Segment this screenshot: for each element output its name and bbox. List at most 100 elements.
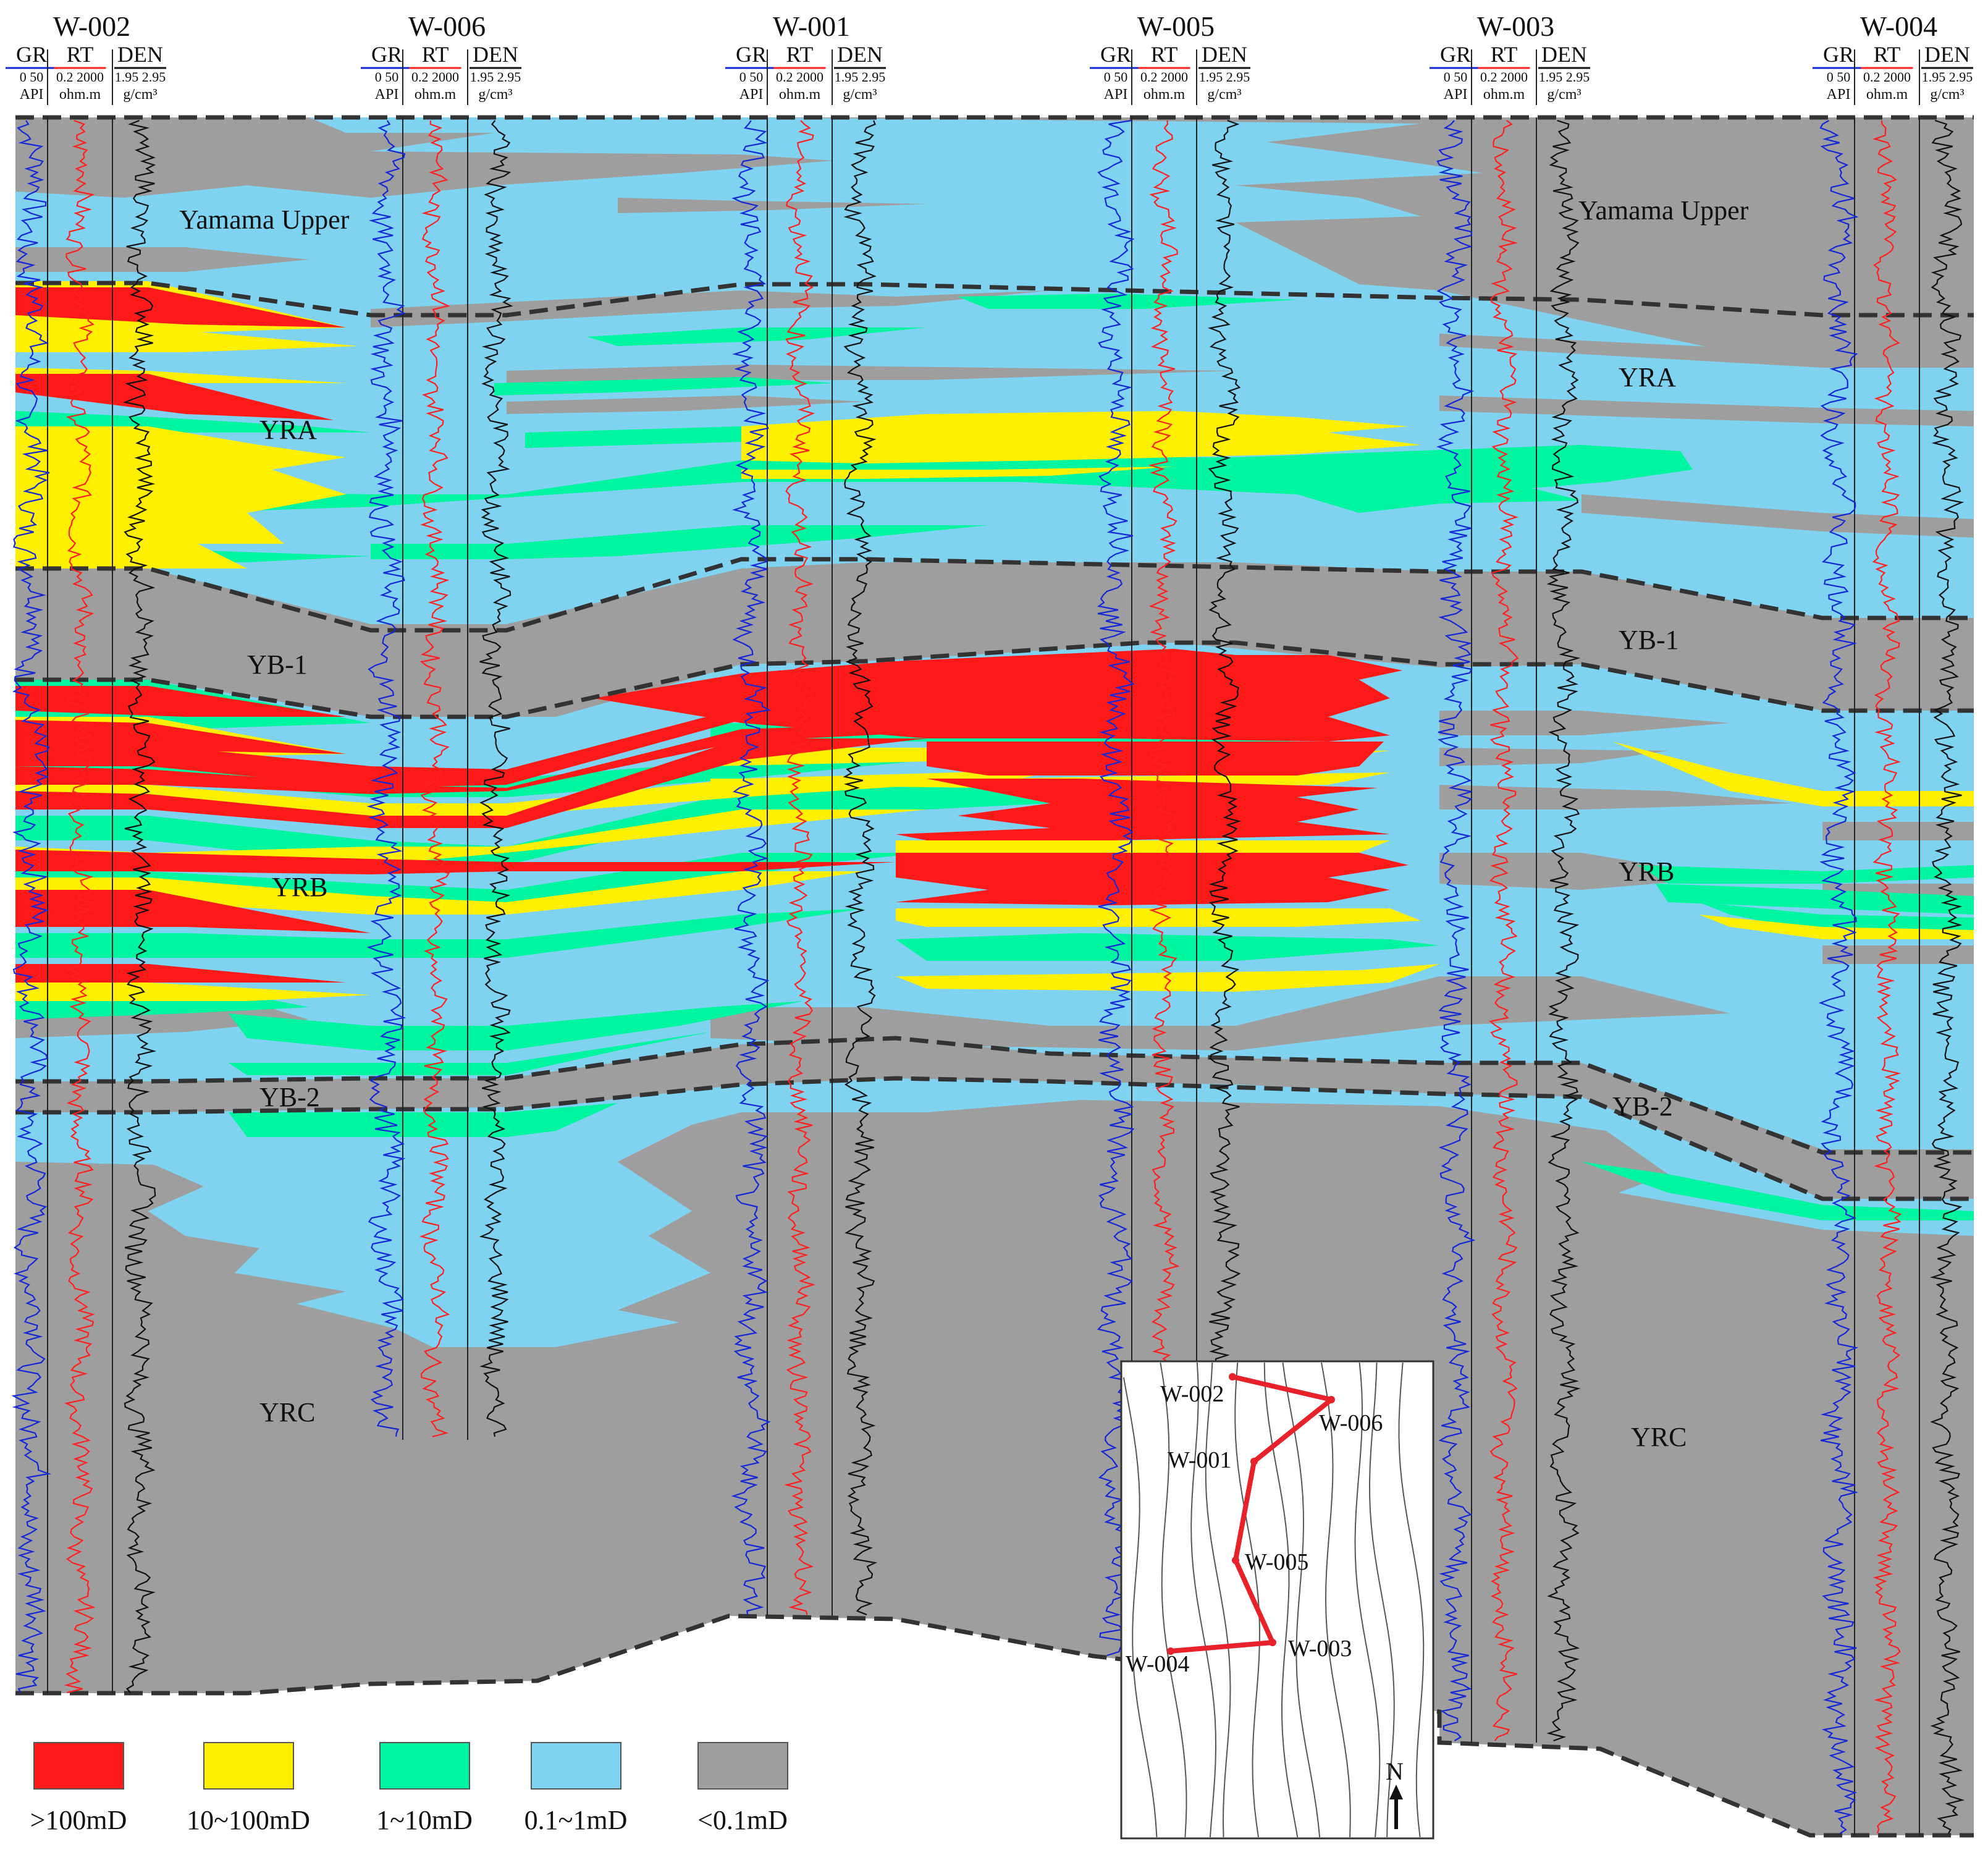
den-track-label: DEN bbox=[473, 42, 518, 67]
contour-line bbox=[1368, 1362, 1395, 1838]
contour-line bbox=[1160, 1362, 1187, 1838]
den-unit: g/cm³ bbox=[1930, 87, 1964, 103]
den-curve bbox=[843, 120, 878, 1616]
rt-unit: ohm.m bbox=[779, 87, 821, 103]
rt-curve bbox=[64, 119, 96, 1694]
gr-scale-range: 0 50 bbox=[739, 69, 764, 85]
rt-track-label: RT bbox=[67, 42, 94, 67]
gr-curve bbox=[1818, 120, 1859, 1834]
den-track-label: DEN bbox=[837, 42, 883, 67]
gr-scale-range: 0 50 bbox=[375, 69, 399, 85]
red-bodies bbox=[15, 287, 1409, 983]
gr-scale-range: 0 50 bbox=[20, 69, 44, 85]
rt-scale-range: 0.2 2000 bbox=[56, 69, 104, 85]
zone-label-yrb-west: YRB bbox=[272, 872, 327, 902]
gr-curve bbox=[731, 120, 771, 1615]
rt-curve bbox=[419, 120, 450, 1438]
den-scale-range: 1.95 2.95 bbox=[1922, 69, 1973, 85]
den-track-label: DEN bbox=[1202, 42, 1247, 67]
rt-unit: ohm.m bbox=[415, 87, 457, 103]
legend-swatch bbox=[379, 1742, 470, 1790]
rt-scale-range: 0.2 2000 bbox=[1140, 69, 1188, 85]
rt-scale-range: 0.2 2000 bbox=[1480, 69, 1528, 85]
north-arrow-icon bbox=[1389, 1785, 1403, 1829]
legend-label: 10~100mD bbox=[187, 1805, 310, 1835]
inset-label-w001: W-001 bbox=[1168, 1447, 1231, 1473]
den-track-label: DEN bbox=[1541, 42, 1587, 67]
legend-item: >100mD bbox=[30, 1742, 127, 1835]
correlation-boundaries bbox=[15, 115, 1974, 1838]
zone-label-yra-east: YRA bbox=[1619, 362, 1676, 392]
den-curve bbox=[1929, 119, 1965, 1834]
zone-labels: Yamama Upper Yamama Upper YRA YRA YB-1 Y… bbox=[179, 195, 1749, 1452]
contour-line bbox=[1398, 1362, 1425, 1838]
zone-label-yrb-east: YRB bbox=[1619, 856, 1674, 887]
inset-label-w005: W-005 bbox=[1245, 1549, 1308, 1575]
well-name: W-001 bbox=[773, 11, 850, 42]
contour-line bbox=[1190, 1362, 1217, 1838]
bottom-boundary bbox=[15, 1613, 1974, 1838]
inset-label-w003: W-003 bbox=[1288, 1636, 1352, 1662]
legend-label: <0.1mD bbox=[697, 1805, 788, 1835]
legend-swatch bbox=[531, 1742, 621, 1790]
gr-track-label: GR bbox=[1100, 42, 1131, 67]
zone-label-yb1-west: YB-1 bbox=[247, 649, 308, 680]
zone-label-yamama-upper-west: Yamama Upper bbox=[179, 205, 350, 235]
gr-unit: API bbox=[1827, 87, 1851, 103]
rt-unit: ohm.m bbox=[1483, 87, 1525, 103]
contour-line bbox=[1321, 1362, 1351, 1838]
den-track-label: DEN bbox=[117, 42, 163, 67]
well-name: W-004 bbox=[1860, 11, 1937, 42]
zone-label-yb1-east: YB-1 bbox=[1619, 625, 1679, 655]
inset-location-map: W-002 W-006 W-001 W-005 W-003 W-004 N bbox=[1120, 1360, 1434, 1840]
den-scale-range: 1.95 2.95 bbox=[470, 69, 521, 85]
den-unit: g/cm³ bbox=[1207, 87, 1241, 103]
rt-track-label: RT bbox=[1151, 42, 1178, 67]
gr-unit: API bbox=[1444, 87, 1468, 103]
well-name: W-005 bbox=[1137, 11, 1215, 42]
gr-track-label: GR bbox=[736, 42, 767, 67]
gr-unit: API bbox=[739, 87, 764, 103]
den-track-label: DEN bbox=[1924, 42, 1970, 67]
legend-item: 0.1~1mD bbox=[524, 1742, 627, 1835]
inset-label-w006: W-006 bbox=[1319, 1410, 1383, 1436]
rt-track-label: RT bbox=[786, 42, 814, 67]
gray-bodies bbox=[15, 117, 1974, 1835]
gr-scale-range: 0 50 bbox=[1104, 69, 1128, 85]
gr-unit: API bbox=[1104, 87, 1128, 103]
contour-line bbox=[1282, 1362, 1321, 1838]
legend-swatch bbox=[33, 1742, 124, 1790]
rt-track-label: RT bbox=[1874, 42, 1901, 67]
den-curve bbox=[122, 119, 157, 1693]
yellow-bodies bbox=[15, 281, 1974, 1001]
well-name: W-006 bbox=[408, 11, 486, 42]
well-name: W-003 bbox=[1477, 11, 1554, 42]
rt-track-label: RT bbox=[1491, 42, 1518, 67]
rt-scale-range: 0.2 2000 bbox=[411, 69, 459, 85]
well-route-points bbox=[1167, 1373, 1335, 1655]
gr-track-label: GR bbox=[16, 42, 47, 67]
rt-curve bbox=[1489, 120, 1519, 1741]
zone-label-yb2-east: YB-2 bbox=[1612, 1091, 1673, 1122]
gr-curve bbox=[366, 120, 406, 1437]
inset-contour-lines bbox=[1122, 1362, 1425, 1838]
den-scale-range: 1.95 2.95 bbox=[835, 69, 886, 85]
yb2-top-boundary bbox=[15, 1036, 1974, 1155]
rt-unit: ohm.m bbox=[59, 87, 101, 103]
zone-label-yamama-upper-east: Yamama Upper bbox=[1578, 195, 1749, 226]
zone-label-yb2-west: YB-2 bbox=[259, 1082, 320, 1112]
gr-track-label: GR bbox=[1823, 42, 1854, 67]
rt-scale-range: 0.2 2000 bbox=[776, 69, 823, 85]
well-name: W-002 bbox=[53, 11, 130, 42]
yra-top-boundary bbox=[15, 281, 1974, 318]
gr-curve bbox=[11, 120, 51, 1693]
den-scale-range: 1.95 2.95 bbox=[1199, 69, 1250, 85]
legend-item: 10~100mD bbox=[187, 1742, 310, 1835]
yrc-top-boundary bbox=[15, 1076, 1974, 1201]
gr-scale-range: 0 50 bbox=[1444, 69, 1468, 85]
den-unit: g/cm³ bbox=[123, 87, 157, 103]
contour-line bbox=[1122, 1377, 1158, 1838]
